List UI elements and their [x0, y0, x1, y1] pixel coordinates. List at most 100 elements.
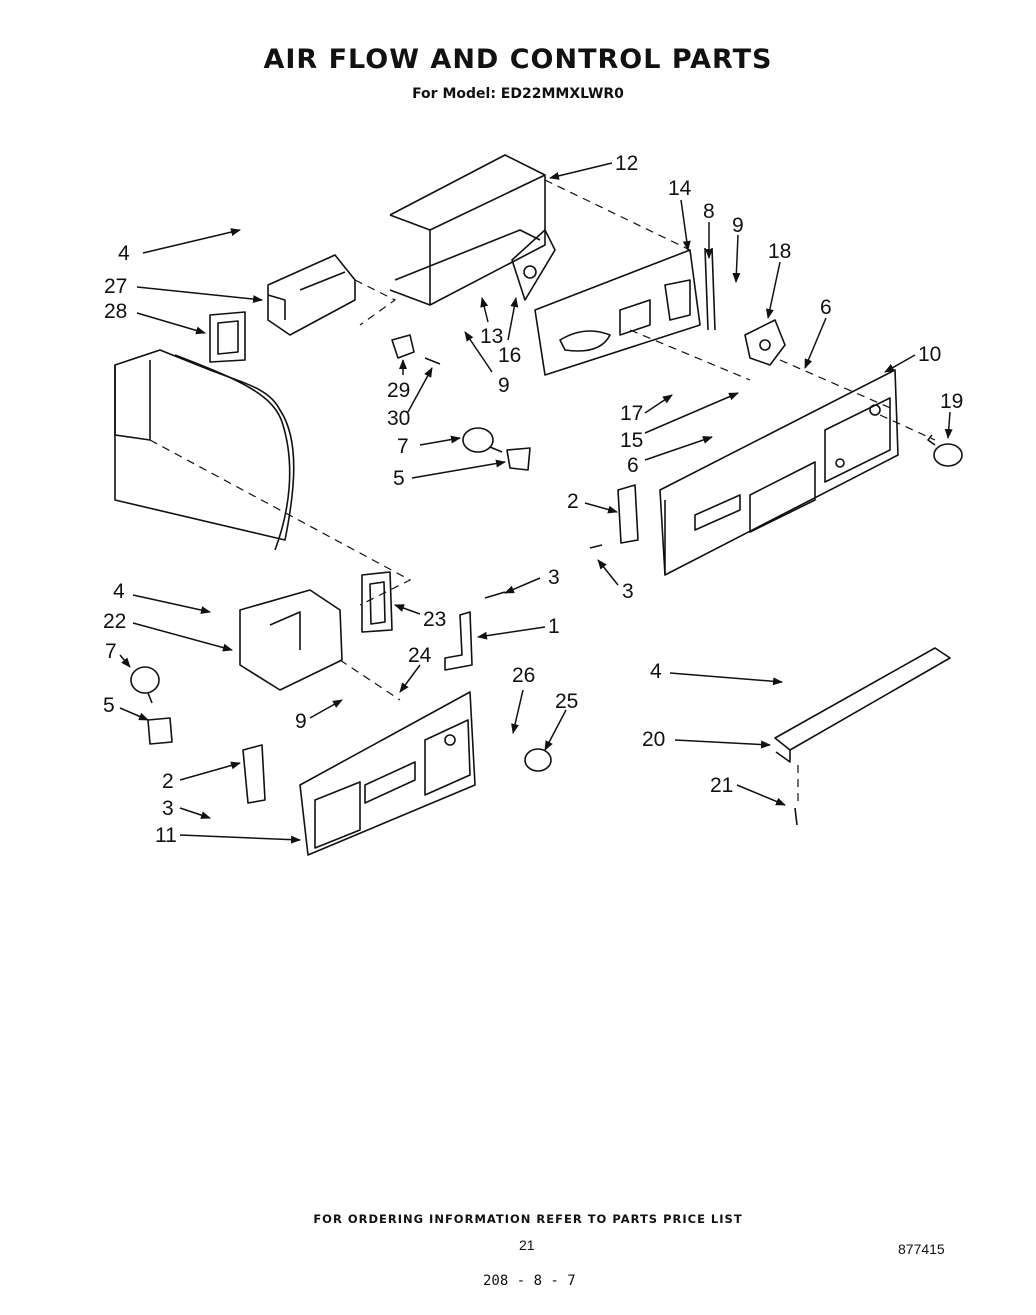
callout-20: 20 [642, 728, 665, 751]
assembly-line [354, 279, 397, 326]
leader-7b [119, 654, 131, 668]
callout-18: 18 [768, 240, 791, 263]
callout-3: 3 [162, 797, 174, 820]
light-housing-upper-part [267, 254, 356, 336]
assembly-line [779, 359, 896, 411]
leader-11 [179, 834, 301, 844]
callout-30: 30 [387, 407, 410, 430]
callout-17: 17 [620, 402, 643, 425]
callout-6: 6 [820, 296, 832, 319]
callout-4: 4 [650, 660, 662, 683]
callout-26: 26 [512, 664, 535, 687]
assembly-line [879, 414, 936, 441]
leader-4b [132, 594, 211, 614]
leader-23 [394, 604, 421, 615]
callout-5: 5 [393, 467, 405, 490]
leader-21 [736, 784, 786, 806]
callout-5: 5 [103, 694, 115, 717]
callout-9: 9 [498, 374, 510, 397]
leader-5a [411, 459, 506, 479]
leader-4a [142, 228, 241, 254]
callout-4: 4 [113, 580, 125, 603]
leader-9a [732, 234, 741, 283]
leader-12 [549, 162, 613, 180]
upper-control-panel-part [659, 369, 899, 576]
callout-11: 11 [155, 824, 177, 847]
screw-30-part [424, 357, 441, 365]
page-title: AIR FLOW AND CONTROL PARTS [263, 44, 773, 75]
leader-1 [477, 626, 546, 640]
callout-9: 9 [295, 710, 307, 733]
leader-2b [179, 761, 241, 781]
leader-13 [480, 297, 489, 323]
light-housing-lower-part [239, 589, 343, 691]
leader-3a [504, 577, 541, 594]
callout-13: 13 [480, 325, 503, 348]
callout-21: 21 [710, 774, 733, 797]
cabinet-liner-part [114, 349, 295, 551]
leader-3c [179, 807, 211, 819]
callout-7: 7 [105, 640, 117, 663]
control-housing-part [534, 249, 701, 376]
callout-7: 7 [397, 435, 409, 458]
leader-24 [399, 664, 421, 693]
bulb-lower-part [130, 666, 160, 704]
callout-2: 2 [162, 770, 174, 793]
leader-15 [644, 392, 739, 434]
leader-10 [884, 354, 916, 373]
upper-knob-part [927, 434, 963, 467]
leader-25 [544, 709, 567, 751]
callout-14: 14 [668, 177, 692, 200]
air-duct-cover-part [389, 154, 546, 306]
assembly-line [149, 439, 412, 606]
callout-9: 9 [732, 214, 744, 237]
leader-5b [119, 707, 149, 721]
callout-19: 19 [940, 390, 963, 413]
lower-bracket-part [444, 611, 473, 671]
callout-4: 4 [118, 242, 130, 265]
leader-19 [944, 411, 953, 439]
leader-6b [644, 436, 713, 461]
callout-1: 1 [548, 615, 560, 638]
assembly-line [629, 329, 751, 381]
callout-10: 10 [918, 343, 941, 366]
callout-3: 3 [548, 566, 560, 589]
leader-3b [597, 559, 619, 586]
leader-7a [419, 435, 461, 446]
handwritten-note: 208 - 8 - 7 [483, 1273, 576, 1289]
exploded-parts-diagram: 12 14 8 9 18 4 27 28 13 16 6 10 29 9 30 … [103, 152, 963, 856]
callout-6: 6 [627, 454, 639, 477]
callout-8: 8 [703, 200, 715, 223]
callout-22: 22 [103, 610, 126, 633]
leader-17 [644, 394, 673, 414]
callout-16: 16 [498, 344, 521, 367]
leader-14 [680, 199, 691, 251]
callout-23: 23 [423, 608, 446, 631]
trim-part [774, 647, 951, 763]
callout-29: 29 [387, 379, 410, 402]
callout-3: 3 [622, 580, 634, 603]
rod-part [704, 247, 716, 331]
leader-16 [507, 297, 519, 341]
callout-2: 2 [567, 490, 579, 513]
page-number: 21 [519, 1237, 535, 1253]
callout-12: 12 [615, 152, 638, 175]
callout-25: 25 [555, 690, 578, 713]
callout-15: 15 [620, 429, 643, 452]
screw-3-part [484, 544, 603, 599]
ordering-information-note: FOR ORDERING INFORMATION REFER TO PARTS … [313, 1212, 743, 1226]
callout-24: 24 [408, 644, 432, 667]
leader-30 [407, 367, 433, 413]
model-subtitle: For Model: ED22MMXLWR0 [412, 86, 624, 102]
lower-control-panel-part [299, 691, 476, 856]
leader-9b [464, 331, 493, 373]
gasket-upper-part [209, 311, 246, 363]
assembly-line [339, 659, 401, 701]
leader-20 [674, 739, 771, 749]
socket-part [391, 334, 415, 359]
document-number: 877415 [898, 1241, 945, 1257]
bracket-part [744, 319, 786, 366]
leader-4c [669, 672, 783, 686]
leader-22 [132, 622, 233, 652]
bulb-upper-part [462, 427, 503, 453]
